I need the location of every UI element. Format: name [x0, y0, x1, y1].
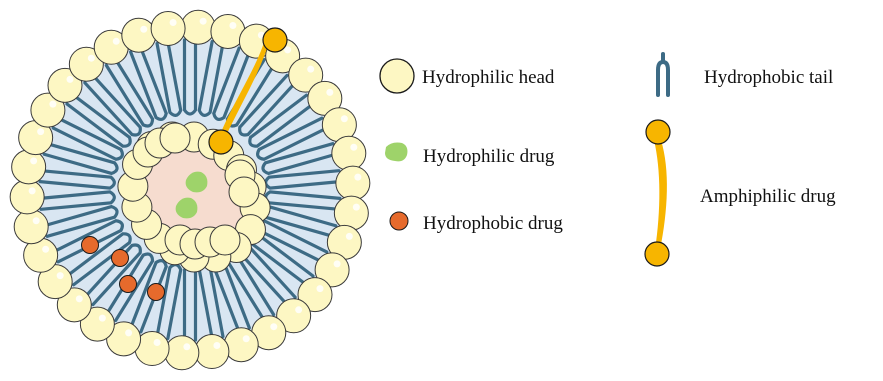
head-highlight [49, 101, 56, 108]
legend-item-amphiphilic-drug: Amphiphilic drug [645, 120, 836, 266]
hydrophilic-head [10, 180, 44, 214]
hydrophobic-tail-icon [658, 62, 668, 95]
legend-label-hydrophobic-drug: Hydrophobic drug [423, 213, 563, 234]
hydrophobic-drug [82, 237, 99, 254]
head-highlight [200, 18, 207, 25]
head-highlight [42, 246, 49, 253]
head-highlight [99, 315, 106, 322]
head-highlight [125, 329, 132, 336]
head-highlight [346, 233, 353, 240]
head-highlight [229, 22, 236, 29]
head-highlight [183, 343, 190, 350]
hydrophilic-head [165, 336, 199, 370]
legend: Hydrophilic head Hydrophobic tail Hydrop… [380, 54, 836, 266]
head-highlight [154, 339, 161, 346]
head-highlight [33, 217, 40, 224]
head-highlight [88, 55, 95, 62]
hydrophilic-head [151, 11, 185, 45]
legend-item-hydrophilic-head: Hydrophilic head [380, 59, 555, 93]
head-highlight [353, 204, 360, 211]
head-highlight [113, 38, 120, 45]
hydrophilic-head-icon [380, 59, 414, 93]
amphiphilic-drug-head [209, 130, 233, 154]
hydrophobic-drug-icon [390, 212, 408, 230]
hydrophobic-drug [120, 276, 137, 293]
head-highlight [270, 323, 277, 330]
hydrophobic-drug [112, 250, 129, 267]
head-highlight [140, 26, 147, 33]
head-highlight [29, 187, 36, 194]
head-highlight [317, 285, 324, 292]
hydrophilic-head [334, 196, 368, 230]
legend-label-amphiphilic-drug: Amphiphilic drug [700, 186, 836, 207]
head-highlight [213, 342, 220, 349]
amphiphilic-drug-icon [654, 140, 667, 250]
hydrophilic-head [12, 150, 46, 184]
hydrophilic-head [195, 335, 229, 369]
head-highlight [350, 144, 357, 151]
head-highlight [341, 115, 348, 122]
head-highlight [295, 306, 302, 313]
inner-hydrophilic-head [229, 177, 259, 207]
amphiphilic-drug-head [263, 28, 287, 52]
inner-hydrophilic-head [210, 225, 240, 255]
legend-item-hydrophobic-tail: Hydrophobic tail [658, 54, 833, 95]
legend-label-hydrophilic-head: Hydrophilic head [422, 67, 555, 88]
legend-label-hydrophilic-drug: Hydrophilic drug [423, 146, 555, 167]
head-highlight [354, 174, 361, 181]
hydrophilic-drug-icon [385, 143, 407, 162]
liposome [10, 10, 370, 370]
hydrophilic-head [332, 136, 366, 170]
hydrophilic-head [336, 166, 370, 200]
head-highlight [243, 335, 250, 342]
head-highlight [37, 128, 44, 135]
inner-hydrophilic-head [160, 123, 190, 153]
hydrophilic-head [224, 328, 258, 362]
hydrophobic-drug [148, 284, 165, 301]
head-highlight [170, 19, 177, 26]
hydrophilic-head [14, 210, 48, 244]
head-highlight [334, 260, 341, 267]
head-highlight [76, 295, 83, 302]
legend-item-hydrophobic-drug: Hydrophobic drug [390, 212, 563, 234]
head-highlight [66, 76, 73, 83]
head-highlight [30, 157, 37, 164]
hydrophilic-head [122, 18, 156, 52]
head-highlight [307, 66, 314, 73]
hydrophilic-head [181, 10, 215, 44]
legend-item-hydrophilic-drug: Hydrophilic drug [385, 143, 555, 168]
legend-label-hydrophobic-tail: Hydrophobic tail [704, 67, 833, 88]
head-highlight [57, 272, 64, 279]
head-highlight [326, 89, 333, 96]
